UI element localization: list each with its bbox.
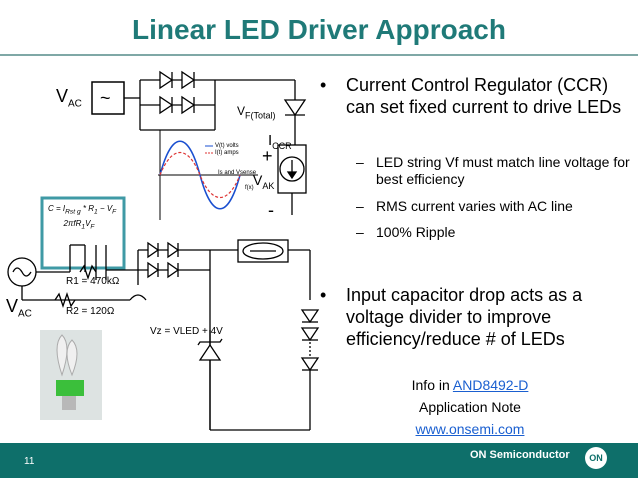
page-number: 11 — [24, 456, 35, 467]
top-bridge — [124, 70, 307, 215]
subbullet-2: –RMS current varies with AC line — [356, 198, 573, 214]
onsemi-link[interactable]: www.onsemi.com — [415, 421, 525, 437]
waveform-plot — [158, 130, 258, 220]
r1-label: R1 = 470kΩ — [66, 276, 120, 287]
vac-bottom-label: VAC — [6, 296, 32, 320]
vak-label: VAK — [253, 172, 275, 191]
vz-label: Vz = VLED + 4V — [150, 326, 223, 337]
led-bulb-image — [40, 330, 102, 420]
vac-top-label: VAC — [56, 86, 82, 110]
footer-bar — [0, 443, 638, 478]
minus-label: - — [268, 200, 274, 220]
circuit-diagram: ~ — [7, 70, 320, 431]
wave-axis-label: f(x) — [245, 185, 254, 191]
subbullet-3: –100% Ripple — [356, 224, 456, 240]
info-line-2: Application Note — [419, 399, 521, 415]
r2-label: R2 = 120Ω — [66, 306, 115, 317]
iccr-label: ICCR — [268, 132, 292, 151]
on-logo-icon: ON — [585, 447, 607, 469]
title-divider — [0, 54, 638, 56]
formula: C = IRst g * R1 − VF 2πfR1VF — [48, 204, 117, 231]
brand-name: ON Semiconductor — [470, 449, 570, 461]
wave-legend-v: V(t) volts — [215, 143, 239, 149]
and8492-link[interactable]: AND8492-D — [452, 377, 529, 393]
svg-text:~: ~ — [100, 88, 111, 108]
vf-total-label: VF(Total) — [237, 104, 276, 121]
subbullet-1: –LED string Vf must match line voltage f… — [356, 154, 630, 187]
bullet-1: Current Control Regulator (CCR) can set … — [346, 75, 622, 117]
slide-title: Linear LED Driver Approach — [132, 14, 506, 45]
ac-source-top — [91, 81, 125, 115]
plus-label: + — [262, 146, 273, 166]
bullet-2: Input capacitor drop acts as a voltage d… — [346, 285, 583, 349]
info-line-1: Info in AND8492-D — [411, 377, 529, 393]
wave-legend-i: I(t) amps — [215, 150, 239, 156]
lower-circuit — [7, 196, 320, 431]
wave-legend-is: Is and Vsense — [218, 170, 257, 176]
